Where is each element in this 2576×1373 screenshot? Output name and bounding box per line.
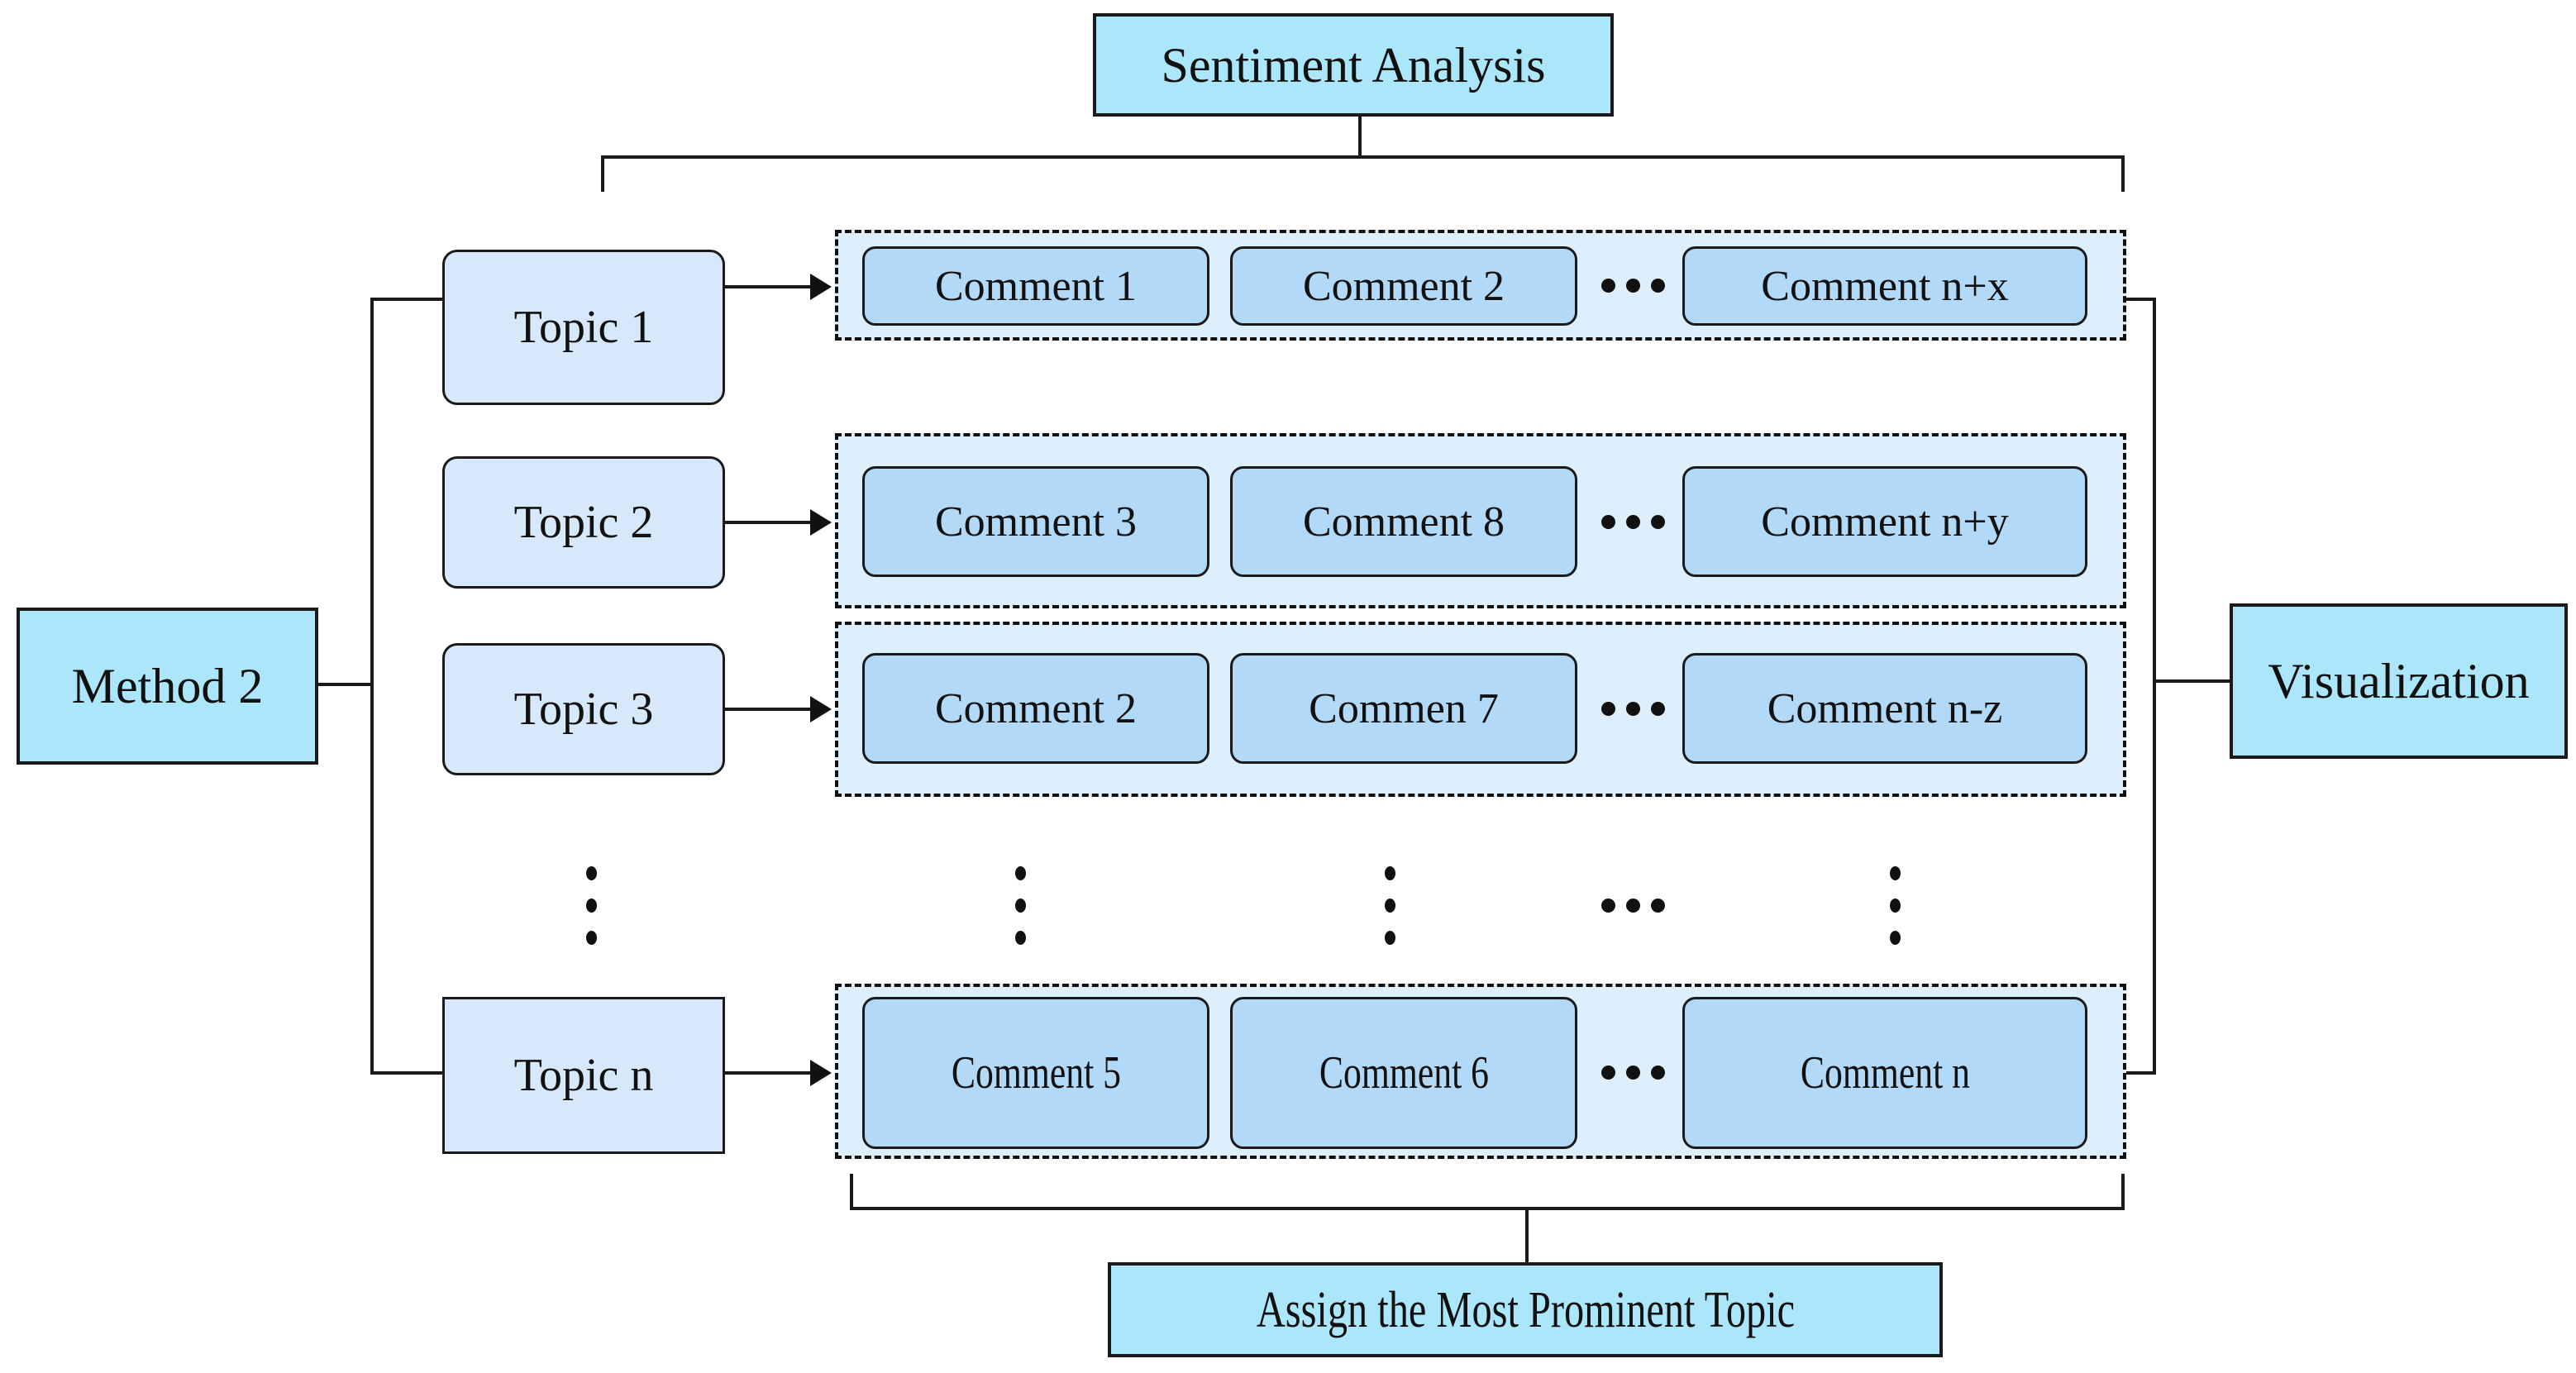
comment-box-r3c1-label: Comment 2 [934, 684, 1138, 732]
arrow-line-topic-3 [725, 708, 816, 711]
comment-box-r2c1[interactable]: Comment 3 [862, 466, 1209, 577]
topic-box-1[interactable]: Topic 1 [442, 250, 725, 405]
connector-spine-to-topic-1 [370, 298, 445, 301]
comment-column-gap-ellipsis-icon [1587, 893, 1678, 918]
arrow-line-topic-2 [725, 521, 816, 524]
connector-spine-to-visualization [2153, 679, 2231, 683]
comment-box-r1c1[interactable]: Comment 1 [862, 246, 1209, 326]
connector-sentiment-stem [1358, 117, 1362, 159]
comment-box-r2c3[interactable]: Comment n+y [1682, 466, 2087, 577]
node-visualization-label: Visualization [2268, 654, 2530, 708]
connector-bottom-bracket-right-rise [2121, 1174, 2125, 1210]
node-assign-prominent-topic-label: Assign the Most Prominent Topic [1256, 1281, 1795, 1338]
connector-right-bracket-spine [2153, 298, 2156, 1075]
comment-box-r4c2-label: Comment 6 [1319, 1047, 1489, 1099]
comment-box-r2c3-label: Comment n+y [1761, 498, 2009, 546]
node-visualization[interactable]: Visualization [2230, 603, 2568, 759]
arrow-head-topic-2 [810, 509, 832, 536]
row-3-ellipsis-icon [1587, 696, 1678, 721]
arrow-head-topic-1 [810, 274, 832, 300]
comment-box-r3c3-label: Comment n-z [1767, 684, 2003, 732]
topic-column-ellipsis-icon [584, 860, 599, 951]
comment-box-r3c1[interactable]: Comment 2 [862, 653, 1209, 764]
comment-column-3-ellipsis-icon [1887, 860, 1902, 951]
comment-box-r4c3-label: Comment n [1800, 1047, 1970, 1099]
node-method-2[interactable]: Method 2 [17, 608, 318, 765]
comment-box-r4c1[interactable]: Comment 5 [862, 997, 1209, 1149]
comment-box-r1c2-label: Comment 2 [1302, 262, 1505, 310]
connector-top-bracket-right-drop [2121, 155, 2125, 192]
comment-box-r4c1-label: Comment 5 [951, 1047, 1121, 1099]
row-2-ellipsis-icon [1587, 509, 1678, 534]
comment-box-r2c2-label: Comment 8 [1302, 498, 1505, 546]
topic-box-2[interactable]: Topic 2 [442, 456, 725, 589]
comment-box-r1c1-label: Comment 1 [934, 262, 1138, 310]
arrow-head-topic-n [810, 1060, 832, 1086]
comment-box-r3c2-label: Commen 7 [1309, 684, 1499, 732]
comment-box-r1c2[interactable]: Comment 2 [1230, 246, 1577, 326]
row-1-ellipsis-icon [1587, 273, 1678, 298]
connector-bottom-bracket [850, 1207, 2125, 1210]
connector-method-to-spine [318, 683, 373, 686]
topic-box-n[interactable]: Topic n [442, 997, 725, 1154]
comment-box-r4c3[interactable]: Comment n [1682, 997, 2087, 1149]
topic-box-3[interactable]: Topic 3 [442, 643, 725, 775]
node-sentiment-analysis-label: Sentiment Analysis [1161, 37, 1546, 93]
comment-box-r2c2[interactable]: Comment 8 [1230, 466, 1577, 577]
comment-column-2-ellipsis-icon [1382, 860, 1397, 951]
connector-top-bracket-left-drop [601, 155, 604, 192]
connector-bottom-bracket-left-rise [850, 1174, 853, 1210]
connector-bottom-stem [1525, 1207, 1529, 1262]
topic-box-1-label: Topic 1 [513, 302, 654, 353]
comment-box-r3c3[interactable]: Comment n-z [1682, 653, 2087, 764]
connector-left-bracket-spine [370, 298, 374, 1075]
node-assign-prominent-topic[interactable]: Assign the Most Prominent Topic [1108, 1262, 1943, 1357]
topic-box-n-label: Topic n [513, 1050, 654, 1101]
comment-box-r1c3[interactable]: Comment n+x [1682, 246, 2087, 326]
arrow-line-topic-1 [725, 285, 816, 288]
row-4-ellipsis-icon [1587, 1060, 1678, 1085]
arrow-head-topic-3 [810, 696, 832, 722]
connector-top-bracket [601, 155, 2125, 159]
topic-box-2-label: Topic 2 [513, 497, 654, 548]
comment-box-r2c1-label: Comment 3 [934, 498, 1138, 546]
topic-box-3-label: Topic 3 [513, 684, 654, 735]
connector-spine-to-topic-n [370, 1071, 445, 1075]
comment-box-r3c2[interactable]: Commen 7 [1230, 653, 1577, 764]
comment-box-r4c2[interactable]: Comment 6 [1230, 997, 1577, 1149]
node-method-2-label: Method 2 [71, 659, 264, 713]
comment-column-1-ellipsis-icon [1013, 860, 1028, 951]
comment-box-r1c3-label: Comment n+x [1761, 262, 2009, 310]
arrow-line-topic-n [725, 1071, 816, 1075]
node-sentiment-analysis[interactable]: Sentiment Analysis [1093, 13, 1614, 117]
